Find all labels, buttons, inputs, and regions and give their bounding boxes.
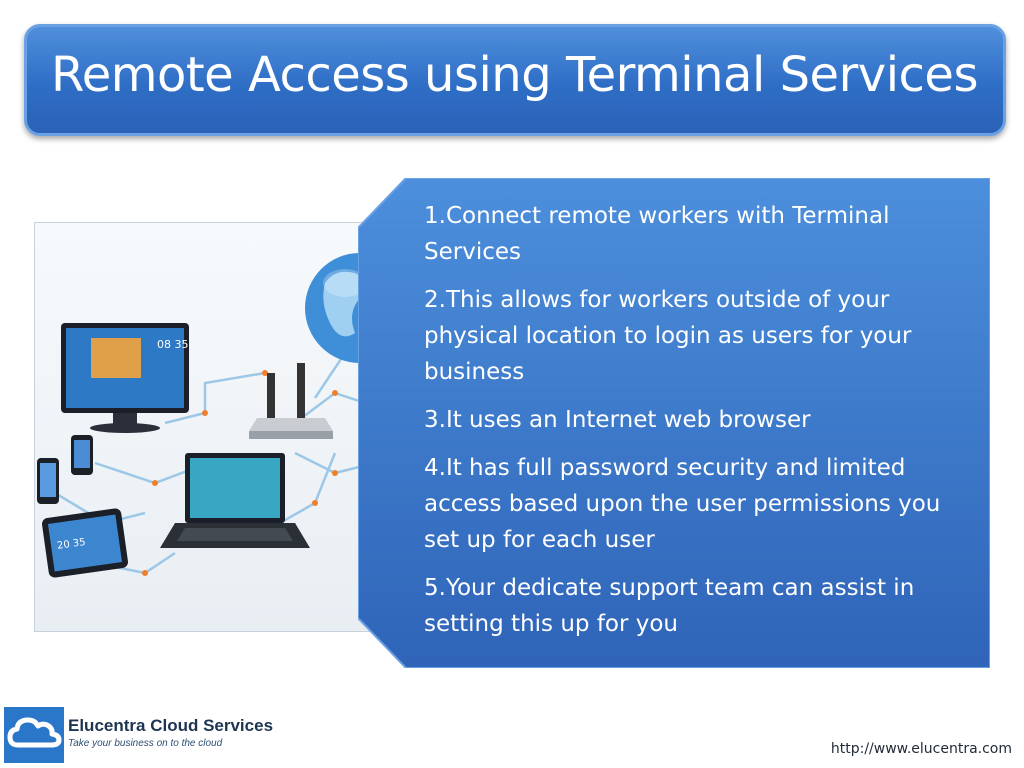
bullet-item-5: 5.Your dedicate support team can assist … [424, 575, 915, 637]
brand-tagline: Take your business on to the cloud [68, 738, 223, 749]
phone-icon [71, 435, 93, 475]
bullet-list: 1.Connect remote workers with Terminal S… [424, 198, 972, 654]
bullet-item-3: 3.It uses an Internet web browser [424, 407, 811, 433]
tablet-clock: 20 35 [56, 537, 86, 552]
content-panel [358, 178, 990, 668]
network-devices-image: 08 35 [37, 253, 409, 578]
brand-name: Elucentra Cloud Services [68, 716, 274, 735]
cloud-icon [7, 717, 62, 748]
cloud-logo [4, 707, 64, 763]
bullet-item-4: 4.It has full password security and limi… [424, 455, 941, 553]
router-icon [249, 363, 333, 439]
bullet-item-1: 1.Connect remote workers with Terminal S… [424, 203, 890, 265]
website-link[interactable]: http://www.elucentra.com [830, 741, 1012, 757]
network-illustration: 08 35 [34, 222, 410, 632]
laptop-icon [160, 453, 310, 548]
slide-title: Remote Access using Terminal Services [51, 47, 978, 103]
monitor-clock: 08 35 [157, 338, 189, 351]
title-bar: Remote Access using Terminal Services [24, 24, 1006, 136]
phone-icon-2 [37, 458, 59, 504]
bullet-item-2: 2.This allows for workers outside of you… [424, 287, 912, 385]
panel-background [358, 178, 990, 668]
monitor-icon: 08 35 [61, 323, 189, 433]
tablet-icon: 20 35 [41, 508, 129, 578]
